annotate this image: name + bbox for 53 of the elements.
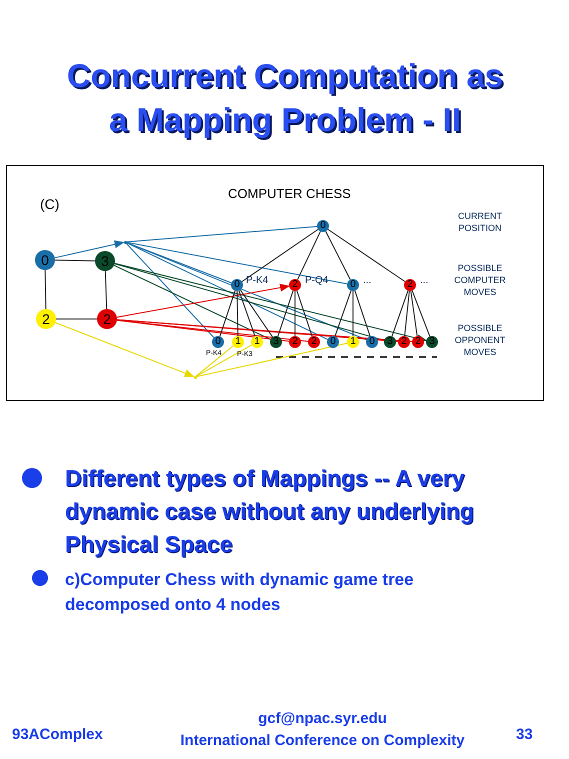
connector-line: [404, 290, 410, 337]
connector-line: [410, 290, 418, 337]
connector-line: [44, 270, 46, 310]
move-label: P-K4: [246, 276, 268, 286]
connector-line: [391, 290, 409, 337]
connector-line: [412, 290, 430, 337]
footer-text: International Conference on Complexity: [179, 731, 466, 751]
level-label: POSSIBLE OPPONENT MOVES: [454, 322, 506, 358]
junction-point: [124, 240, 126, 244]
arrow: [114, 262, 428, 342]
connector-line: [238, 290, 256, 337]
connector-line: [196, 345, 234, 377]
connector-line: [325, 230, 351, 280]
connector-line: [241, 228, 319, 282]
junction-point: [194, 376, 196, 378]
connector-line: [104, 270, 108, 310]
connector-line: [277, 290, 294, 337]
slide-title: Concurrent Computation as a Mapping Problem - II: [66, 56, 504, 140]
panel-letter: (C): [40, 195, 60, 214]
level-label: CURRENT POSITION: [457, 210, 503, 234]
bullet-text: Different types of Mappings -- A very dynamic case without any underlying Physical Space: [65, 464, 475, 559]
move-label: P-Q4: [305, 276, 328, 286]
move-label: ...: [420, 276, 428, 286]
arrow: [54, 322, 195, 377]
connector-line: [219, 290, 236, 337]
connector-line: [352, 290, 354, 336]
connector-line: [297, 230, 321, 280]
diagram-heading: COMPUTER CHESS: [228, 185, 351, 203]
connector-line: [334, 290, 352, 337]
connector-line: [126, 242, 328, 340]
arrow: [116, 284, 290, 318]
move-label: ...: [363, 276, 372, 286]
level-label: POSSIBLE COMPUTER MOVES: [453, 262, 507, 298]
arrow: [54, 240, 124, 258]
connector-line: [54, 260, 96, 262]
connector-line: [236, 290, 238, 336]
footer-email: gcf@npac.syr.edu: [257, 709, 388, 729]
page-number: 33: [516, 725, 533, 745]
connector-line: [327, 228, 406, 282]
connector-line: [240, 289, 274, 338]
connector-line: [126, 242, 367, 340]
footer-text: 93AComplex: [12, 725, 103, 745]
connector-line: [126, 226, 318, 242]
connector-line: [56, 318, 98, 320]
connector-line: [126, 242, 214, 338]
connector-line: [114, 264, 272, 340]
sub-bullet-text: c)Computer Chess with dynamic game tree decomposed onto 4 nodes: [65, 569, 415, 616]
connector-line: [126, 242, 348, 284]
connector-line: [296, 290, 313, 337]
connector-line: [294, 290, 296, 336]
connector-line: [196, 344, 252, 377]
connector-line: [196, 342, 348, 378]
connector-line: [354, 290, 371, 337]
